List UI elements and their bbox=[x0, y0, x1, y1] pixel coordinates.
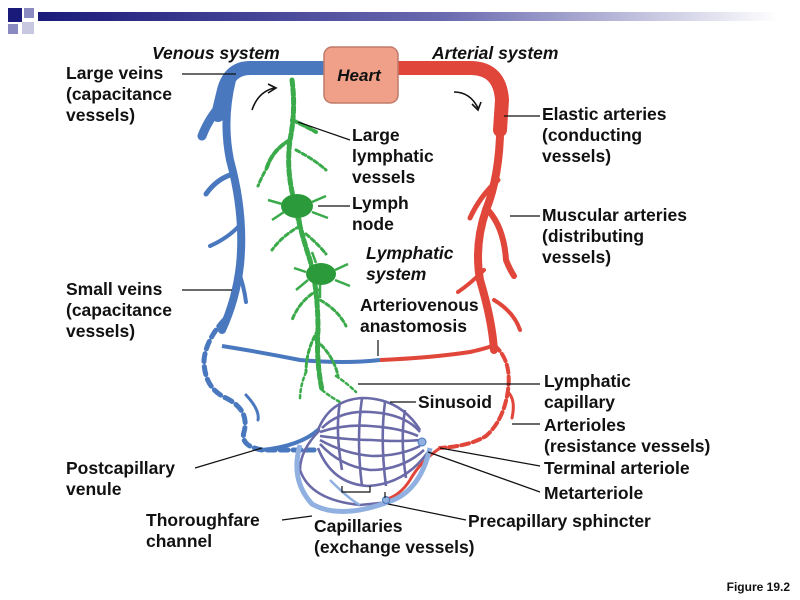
heart-box bbox=[323, 46, 399, 104]
lymph-node-lower bbox=[293, 251, 351, 298]
large-lymphatic-vessel bbox=[286, 77, 325, 393]
lymph-node-upper bbox=[267, 181, 329, 233]
header-venous: Venous system bbox=[152, 43, 280, 63]
av-anastomosis-red bbox=[379, 343, 495, 362]
arterioles bbox=[438, 343, 511, 450]
header-arterial: Arterial system bbox=[432, 43, 559, 63]
label-capillaries: Capillaries(exchange vessels) bbox=[314, 516, 475, 557]
leader-lines bbox=[182, 73, 541, 521]
precapillary-sphincter bbox=[417, 437, 427, 447]
title-banner bbox=[8, 8, 778, 34]
postcapillary-venule bbox=[260, 428, 320, 452]
capillary-bed bbox=[298, 396, 430, 507]
precapillary-sphincter-2 bbox=[382, 496, 390, 504]
thoroughfare-channel bbox=[294, 444, 433, 514]
elastic-artery bbox=[474, 106, 505, 354]
heart-label: Heart bbox=[337, 66, 381, 85]
figure-label: Figure 19.2 bbox=[726, 580, 790, 594]
vena-cava bbox=[211, 61, 335, 122]
label-arterioles: Arterioles(resistance vessels) bbox=[544, 415, 711, 456]
lymphatic-vessels bbox=[256, 77, 358, 404]
label-precapillary-sphincter: Precapillary sphincter bbox=[468, 511, 651, 531]
flow-arrows bbox=[251, 83, 482, 112]
label-sinusoid: Sinusoid bbox=[418, 392, 492, 412]
label-terminal-arteriole: Terminal arteriole bbox=[544, 458, 690, 478]
aorta bbox=[388, 61, 509, 137]
muscular-artery bbox=[485, 207, 517, 279]
av-anastomosis bbox=[221, 344, 381, 364]
lymph-nodes bbox=[267, 181, 351, 298]
large-vein-main bbox=[218, 76, 246, 334]
label-metarteriole: Metarteriole bbox=[544, 483, 644, 503]
